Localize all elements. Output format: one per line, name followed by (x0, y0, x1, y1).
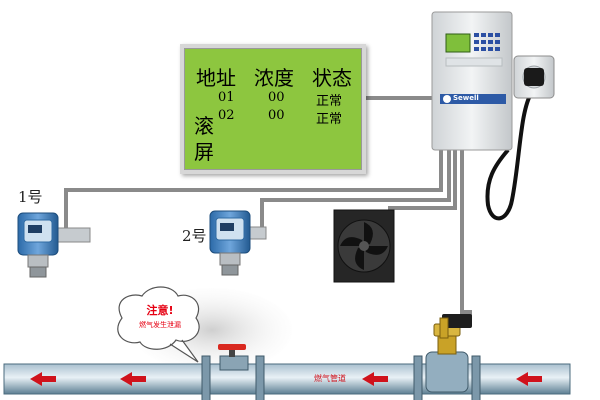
pipe-flanges (201, 355, 481, 400)
controller-panel-strip (445, 57, 503, 67)
warning-bubble (117, 286, 200, 363)
solenoid-valve (425, 314, 472, 393)
controller-box (431, 11, 513, 151)
power-cord (485, 90, 534, 221)
lcd-row-2-status: 正常 (316, 112, 343, 127)
lcd-header-address: 地址 (196, 66, 236, 90)
detector-2-label: 2号 (182, 227, 207, 245)
wire-valve (460, 150, 472, 326)
controller-brand: Sewell (453, 94, 479, 102)
detector-2 (209, 210, 267, 276)
lcd-row-2-address: 02 (218, 108, 235, 123)
controller-logo-icon (443, 95, 451, 103)
flow-arrow-1 (30, 372, 56, 386)
wire-detector-1 (64, 150, 443, 230)
lcd-scroll-char-1: 滚 (194, 114, 214, 138)
lcd-display: 地址 浓度 状态 01 00 正常 02 00 正常 滚 屏 (180, 44, 366, 174)
lcd-header-status: 状态 (312, 66, 352, 90)
lcd-row-2-concentration: 00 (268, 108, 285, 123)
warning-text: 燃气发生泄漏 (139, 321, 181, 329)
lcd-header-concentration: 浓度 (254, 66, 294, 90)
flow-arrow-2 (120, 372, 146, 386)
gas-pipe (3, 363, 571, 395)
detector-1 (17, 212, 91, 278)
controller-logo-strip (440, 94, 506, 104)
pipe-label: 燃气管道 (314, 374, 346, 383)
lcd-row-1-address: 01 (218, 90, 235, 105)
flow-arrow-3 (362, 372, 388, 386)
controller-keypad (474, 33, 500, 51)
warning-title: 注意! (146, 304, 174, 317)
wire-detector-2 (260, 150, 451, 232)
plug (524, 68, 544, 86)
flow-arrows (30, 372, 542, 386)
lcd-row-1-concentration: 00 (268, 90, 285, 105)
flow-arrow-4 (516, 372, 542, 386)
controller-screen (445, 33, 471, 53)
wire-fan (388, 150, 457, 210)
manual-valve (218, 344, 249, 371)
exhaust-fan (333, 209, 395, 283)
detector-1-label: 1号 (18, 188, 43, 206)
lcd-row-1-status: 正常 (316, 94, 343, 109)
lcd-scroll-char-2: 屏 (194, 140, 214, 164)
